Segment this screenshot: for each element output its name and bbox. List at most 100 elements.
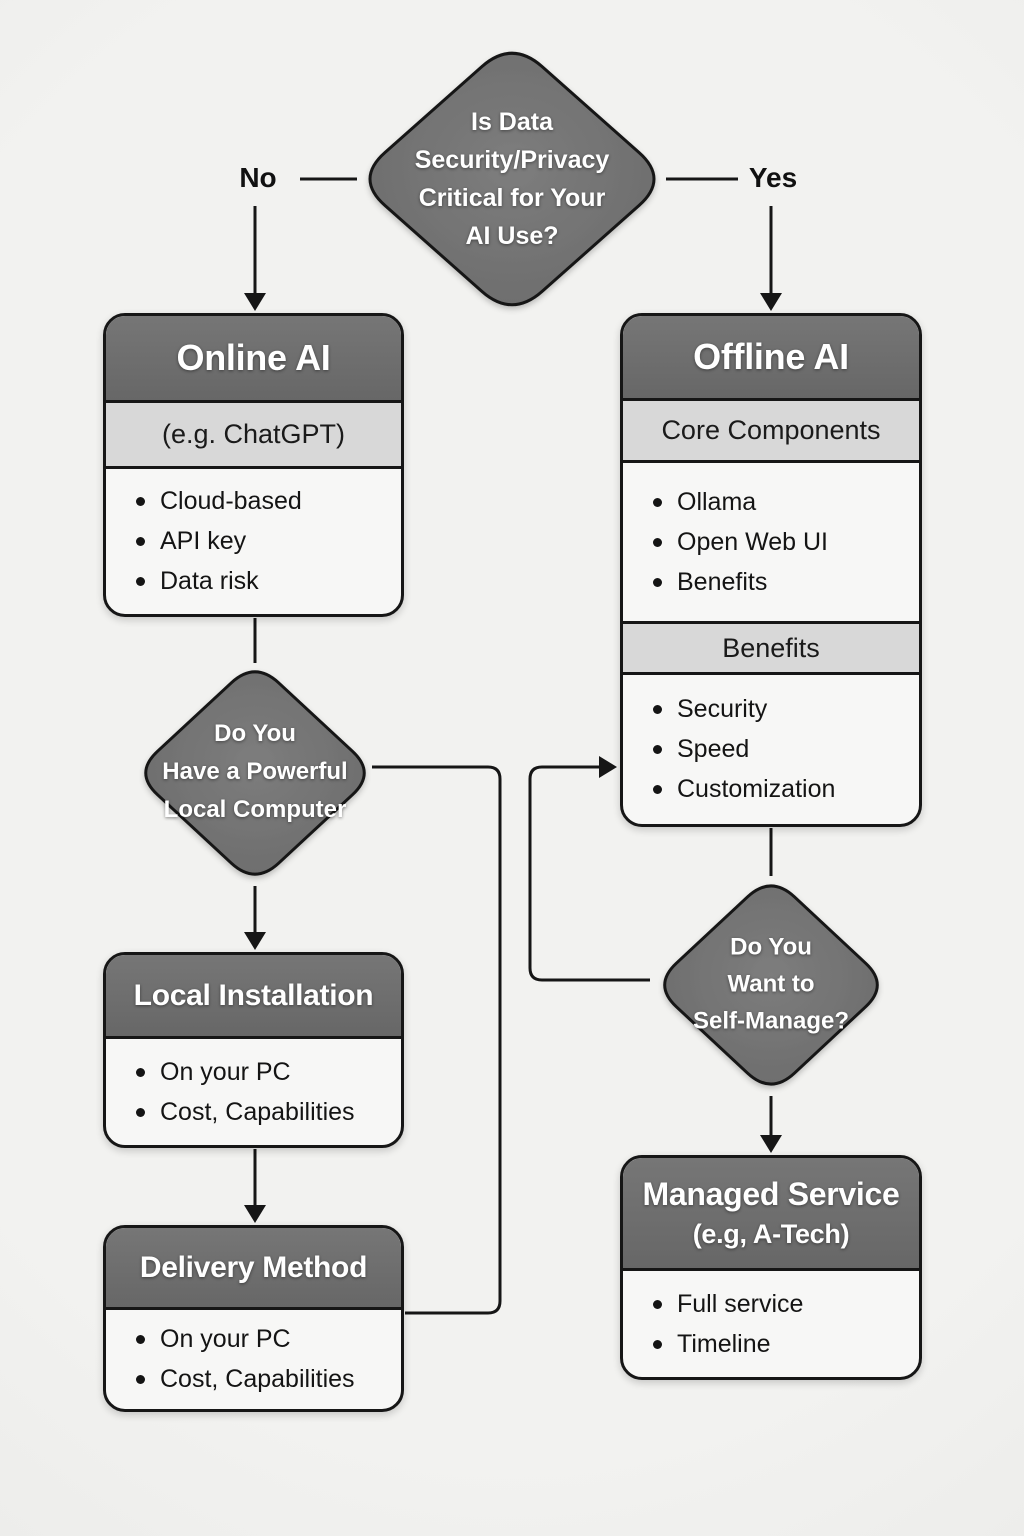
list-item: Cost, Capabilities bbox=[136, 1360, 401, 1400]
edge-decision2-to-delivery-side bbox=[372, 765, 502, 1315]
bullet-icon bbox=[653, 1339, 662, 1349]
bullet-icon bbox=[136, 537, 145, 546]
local-installation-title: Local Installation bbox=[106, 955, 401, 1036]
list-item-text: On your PC bbox=[160, 1325, 291, 1353]
delivery-method-title: Delivery Method bbox=[106, 1228, 401, 1307]
bullet-icon bbox=[653, 497, 662, 507]
list-item: Cloud-based bbox=[136, 482, 401, 522]
list-item: API key bbox=[136, 522, 401, 562]
decision-self-manage-label: Do You Want to Self-Manage? bbox=[693, 929, 849, 1040]
arrowhead-delivery bbox=[244, 1205, 266, 1223]
list-item-text: Ollama bbox=[677, 487, 757, 516]
node-subtitle-text: (e.g, A-Tech) bbox=[692, 1219, 850, 1249]
arrowhead-online bbox=[244, 293, 266, 311]
offline-ai-node: Offline AI Core Components Ollama Open W… bbox=[620, 313, 922, 827]
delivery-method-node: Delivery Method On your PC Cost, Capabil… bbox=[103, 1225, 404, 1412]
bullet-icon bbox=[653, 537, 662, 547]
offline-ai-title: Offline AI bbox=[623, 316, 919, 398]
online-ai-node: Online AI (e.g. ChatGPT) Cloud-based API… bbox=[103, 313, 404, 617]
list-item: Cost, Capabilities bbox=[136, 1092, 401, 1132]
list-item: Ollama bbox=[653, 482, 919, 522]
decision-line: Do You bbox=[730, 933, 812, 961]
bullet-icon bbox=[136, 497, 145, 506]
section-header-text: Core Components bbox=[661, 415, 881, 445]
offline-ai-benefits-bullets: Security Speed Customization bbox=[623, 675, 919, 824]
bullet-icon bbox=[653, 1299, 662, 1309]
list-item-text: Speed bbox=[677, 735, 750, 763]
online-ai-subtitle-band: (e.g. ChatGPT) bbox=[106, 400, 401, 469]
bullet-icon bbox=[136, 1067, 145, 1077]
managed-service-node: Managed Service (e.g, A-Tech) Full servi… bbox=[620, 1155, 922, 1380]
managed-service-bullets: Full service Timeline bbox=[623, 1268, 919, 1377]
decision-line: Have a Powerful bbox=[162, 758, 348, 785]
list-item-text: API key bbox=[160, 527, 247, 555]
decision-powerful-computer-shape bbox=[144, 670, 366, 876]
bullet-icon bbox=[136, 1107, 145, 1117]
list-item-text: Benefits bbox=[677, 567, 768, 596]
list-item-text: Customization bbox=[677, 775, 836, 803]
branch-label-yes: Yes bbox=[748, 162, 798, 193]
offline-ai-core-components-band: Core Components bbox=[623, 398, 919, 463]
decision-line: Critical for Your bbox=[418, 184, 606, 212]
delivery-method-bullets: On your PC Cost, Capabilities bbox=[106, 1307, 401, 1409]
bullet-icon bbox=[653, 705, 662, 714]
local-installation-node: Local Installation On your PC Cost, Capa… bbox=[103, 952, 404, 1148]
arrowhead-offline bbox=[760, 293, 782, 311]
list-item-text: Cloud-based bbox=[160, 487, 302, 515]
node-subtitle-text: (e.g. ChatGPT) bbox=[161, 419, 346, 449]
bullet-icon bbox=[136, 577, 145, 586]
arrowhead-local bbox=[244, 932, 266, 950]
section-header-text: Benefits bbox=[722, 632, 820, 663]
bullet-icon bbox=[136, 1375, 145, 1384]
list-item: Timeline bbox=[653, 1324, 919, 1364]
list-item-text: Data risk bbox=[160, 567, 259, 595]
decision-line: Self-Manage? bbox=[692, 1007, 850, 1035]
list-item-text: Cost, Capabilities bbox=[160, 1097, 355, 1126]
list-item-text: On your PC bbox=[160, 1057, 291, 1086]
list-item-text: Timeline bbox=[677, 1329, 771, 1358]
bullet-icon bbox=[653, 577, 662, 587]
decision-line: Is Data bbox=[471, 108, 553, 136]
decision-line: Security/Privacy bbox=[414, 146, 610, 174]
list-item: Customization bbox=[653, 770, 919, 810]
decision-data-security-label: Is Data Security/Privacy Critical for Yo… bbox=[415, 103, 610, 255]
list-item-text: Open Web UI bbox=[677, 527, 829, 556]
decision-data-security-shape bbox=[368, 51, 656, 307]
bullet-icon bbox=[136, 1335, 145, 1344]
list-item-text: Full service bbox=[677, 1289, 804, 1318]
list-item: Security bbox=[653, 690, 919, 730]
node-title-text: Managed Service bbox=[642, 1176, 900, 1212]
node-title-text: Delivery Method bbox=[139, 1250, 368, 1284]
local-installation-bullets: On your PC Cost, Capabilities bbox=[106, 1036, 401, 1145]
decision-line: AI Use? bbox=[465, 222, 559, 250]
list-item-text: Cost, Capabilities bbox=[160, 1365, 355, 1393]
node-title-text: Offline AI bbox=[693, 336, 849, 377]
node-title-text: Online AI bbox=[176, 337, 331, 378]
arrowhead-managed bbox=[760, 1135, 782, 1153]
edge-decision3-loop-to-offline bbox=[528, 765, 650, 982]
list-item: Open Web UI bbox=[653, 522, 919, 562]
arrowhead-loop-offline bbox=[599, 756, 617, 778]
list-item: On your PC bbox=[136, 1320, 401, 1360]
offline-ai-core-bullets: Ollama Open Web UI Benefits bbox=[623, 463, 919, 621]
online-ai-bullets: Cloud-based API key Data risk bbox=[106, 469, 401, 614]
list-item: Full service bbox=[653, 1284, 919, 1324]
decision-self-manage-shape bbox=[663, 884, 879, 1086]
list-item: Data risk bbox=[136, 562, 401, 602]
list-item: Speed bbox=[653, 730, 919, 770]
decision-line: Do You bbox=[214, 720, 296, 747]
decision-line: Want to bbox=[727, 970, 815, 998]
decision-powerful-computer-label: Do You Have a Powerful Local Computer bbox=[162, 715, 347, 829]
managed-service-title: Managed Service (e.g, A-Tech) bbox=[623, 1158, 919, 1268]
online-ai-title: Online AI bbox=[106, 316, 401, 400]
bullet-icon bbox=[653, 785, 662, 794]
list-item-text: Security bbox=[677, 695, 768, 723]
decision-line: Local Computer bbox=[163, 796, 347, 823]
bullet-icon bbox=[653, 745, 662, 754]
node-title-text: Local Installation bbox=[133, 978, 374, 1012]
branch-label-no: No bbox=[239, 162, 277, 193]
list-item: On your PC bbox=[136, 1052, 401, 1092]
list-item: Benefits bbox=[653, 562, 919, 602]
